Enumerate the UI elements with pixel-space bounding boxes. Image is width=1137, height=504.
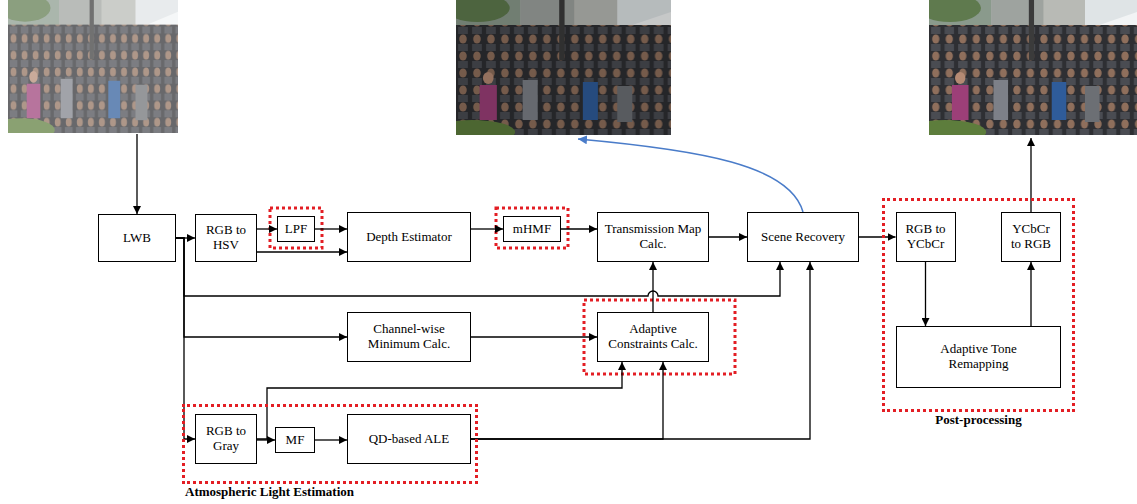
box-label: LWB bbox=[123, 231, 151, 246]
box-label: Channel-wise Minimum Calc. bbox=[359, 322, 459, 352]
box-label: YCbCr to RGB bbox=[1006, 222, 1056, 252]
process-box: QD-based ALE bbox=[347, 414, 471, 464]
flow-arrow bbox=[176, 238, 195, 439]
box-label: LPF bbox=[285, 222, 307, 237]
preview-arrow bbox=[578, 139, 803, 212]
flow-arrow bbox=[561, 228, 597, 229]
process-box: Transmission Map Calc. bbox=[597, 212, 709, 262]
flow-arrow bbox=[257, 228, 277, 229]
flow-arrow bbox=[859, 236, 896, 237]
flow-arrow bbox=[315, 439, 347, 440]
process-box: Depth Estimator bbox=[347, 212, 471, 262]
stage-group: Post-processingRGB to YCbCrYCbCr to RGBA… bbox=[882, 198, 1075, 412]
process-box: LWB bbox=[98, 214, 176, 262]
output-photo bbox=[903, 0, 1137, 144]
flow-arrow bbox=[471, 262, 810, 439]
flow-arrow bbox=[471, 228, 503, 229]
process-box: RGB to HSV bbox=[195, 214, 257, 262]
box-label: QD-based ALE bbox=[369, 432, 450, 447]
flow-arrow bbox=[471, 362, 663, 439]
input-photo bbox=[0, 0, 178, 142]
photo-shape bbox=[456, 0, 671, 135]
box-label: MF bbox=[286, 433, 305, 448]
box-label: Adaptive Tone Remapping bbox=[931, 342, 1026, 372]
process-box: YCbCr to RGB bbox=[1001, 212, 1061, 262]
stage-group: Atmospheric Light EstimationRGB to GrayM… bbox=[182, 404, 478, 484]
process-box: Adaptive Constraints Calc. bbox=[597, 312, 709, 362]
box-label: Depth Estimator bbox=[366, 230, 452, 245]
photo-shape bbox=[0, 0, 178, 142]
box-label: Scene Recovery bbox=[761, 230, 845, 245]
group-title: Post-processing bbox=[935, 412, 1021, 427]
process-box: LPF bbox=[277, 216, 315, 242]
process-box: mHMF bbox=[503, 216, 561, 242]
process-box: RGB to YCbCr bbox=[896, 212, 956, 262]
box-label: mHMF bbox=[513, 222, 551, 237]
process-box: Adaptive Tone Remapping bbox=[896, 326, 1061, 388]
box-label: RGB to YCbCr bbox=[901, 222, 951, 252]
flow-arrow bbox=[257, 251, 347, 252]
box-label: Transmission Map Calc. bbox=[603, 222, 703, 252]
process-box: MF bbox=[275, 427, 315, 453]
box-label: RGB to Gray bbox=[200, 424, 252, 454]
dehazed-photo bbox=[429, 0, 671, 144]
group-label-holder: Atmospheric Light Estimation bbox=[185, 482, 354, 500]
highlight-frame bbox=[270, 208, 322, 248]
input-arrow bbox=[136, 134, 137, 214]
group-label-holder: Post-processing bbox=[885, 410, 1072, 428]
flow-arrow bbox=[709, 236, 747, 237]
photo-shape bbox=[429, 0, 671, 144]
box-label: RGB to HSV bbox=[200, 223, 252, 253]
process-box: Channel-wise Minimum Calc. bbox=[347, 312, 471, 362]
flow-arrow bbox=[1030, 262, 1031, 326]
highlight-frame bbox=[496, 208, 568, 248]
process-box: Scene Recovery bbox=[747, 212, 859, 262]
process-box: RGB to Gray bbox=[195, 414, 257, 464]
highlight-frame bbox=[584, 300, 735, 374]
photo-shape bbox=[8, 0, 178, 133]
flow-arrow bbox=[652, 262, 653, 312]
flow-arrow bbox=[925, 262, 926, 326]
flow-arrow bbox=[315, 228, 347, 229]
group-title: Atmospheric Light Estimation bbox=[185, 484, 354, 499]
flow-arrow bbox=[471, 336, 597, 337]
box-label: Adaptive Constraints Calc. bbox=[603, 322, 703, 352]
photo-shape bbox=[903, 0, 1137, 144]
